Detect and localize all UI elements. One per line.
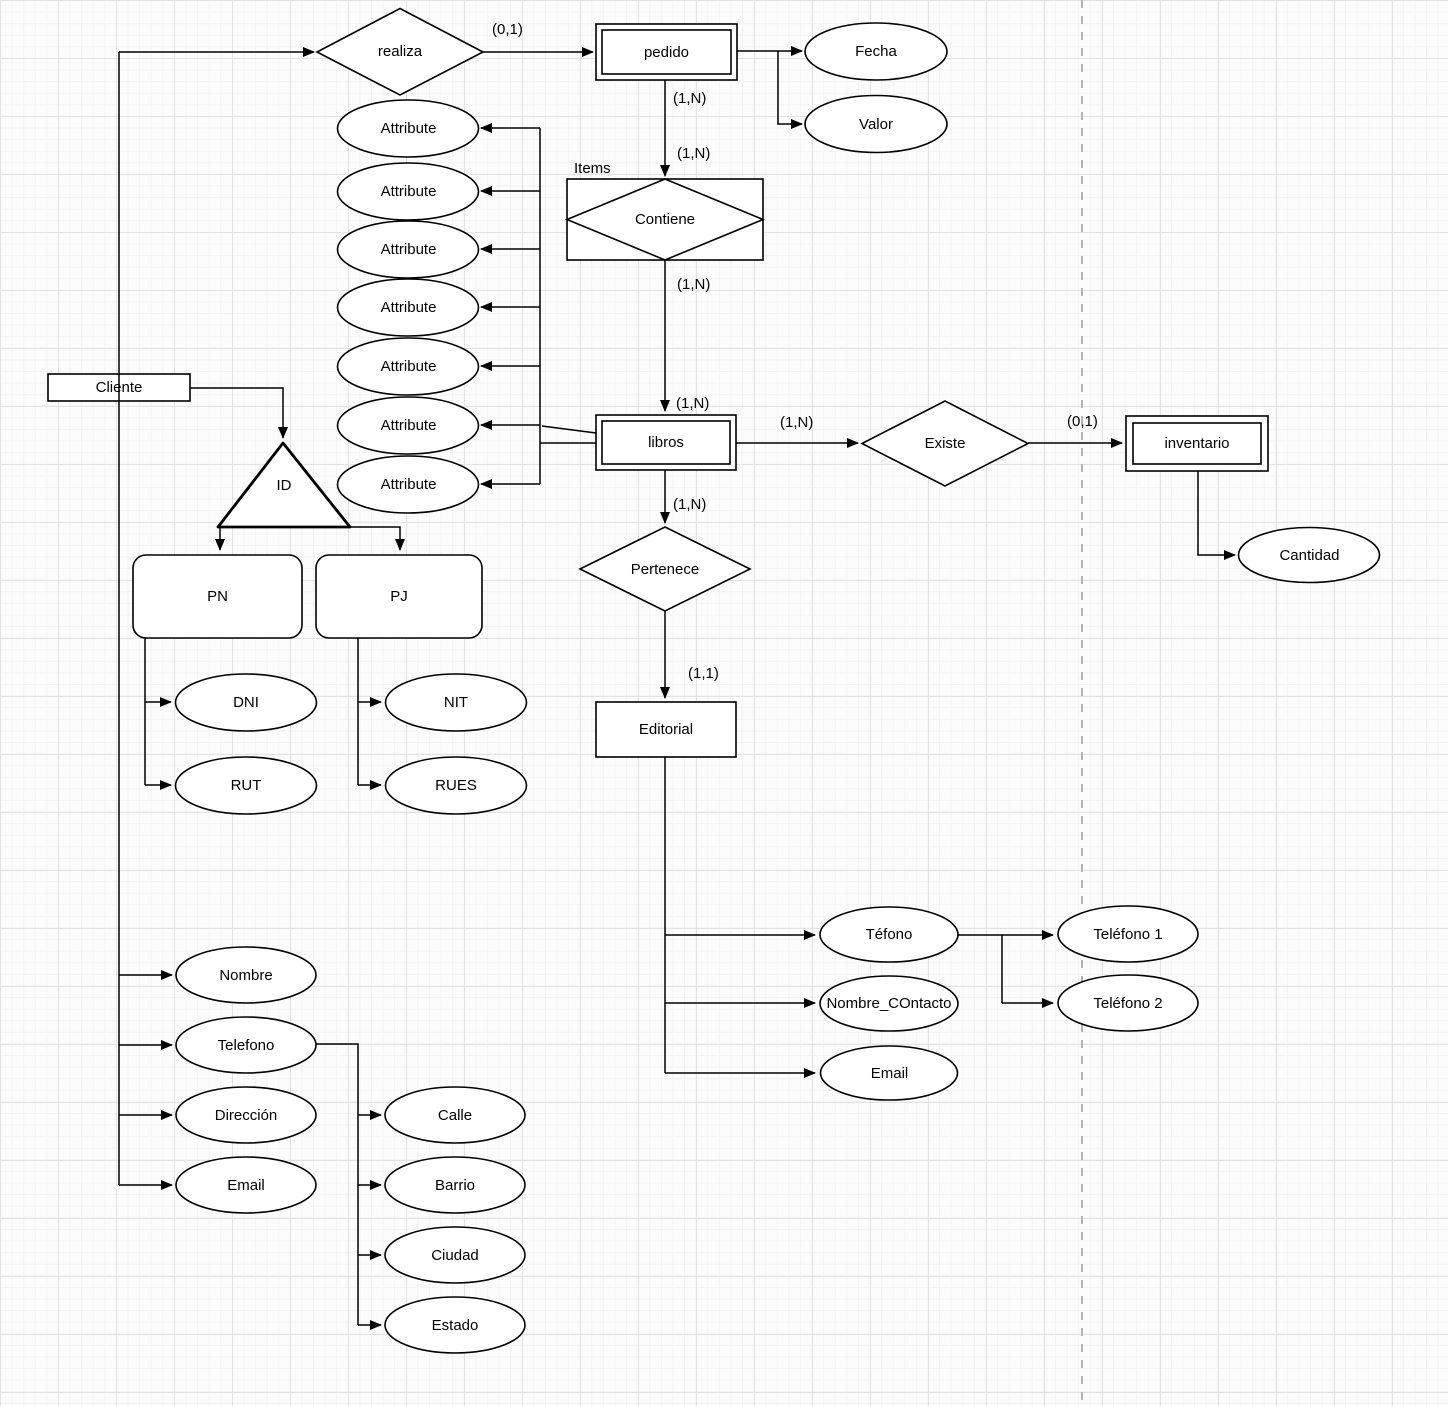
relationship-pertenece[interactable]: Pertenece (630, 560, 700, 578)
attribute-ciudad-shape[interactable] (384, 1226, 526, 1284)
attribute-generic-3-shape[interactable] (336, 220, 480, 279)
attribute-calle-shape[interactable] (384, 1086, 526, 1144)
attribute-email-cliente-shape[interactable] (175, 1156, 317, 1214)
attribute-ciudad[interactable]: Ciudad (431, 1246, 479, 1264)
attribute-dni[interactable]: DNI (233, 694, 259, 711)
attribute-telefono1[interactable]: Teléfono 1 (1093, 925, 1163, 943)
entity-editorial[interactable]: Editorial (638, 721, 694, 738)
attribute-rues[interactable]: RUES (435, 777, 477, 794)
attribute-generic-5[interactable]: Attribute (380, 358, 437, 375)
attribute-generic-2-shape[interactable] (336, 162, 480, 221)
attribute-nombre-shape[interactable] (175, 946, 317, 1004)
attribute-generic-4[interactable]: Attribute (380, 299, 437, 316)
subtype-pn[interactable]: PN (207, 588, 228, 605)
attribute-generic-2[interactable]: Attribute (380, 183, 437, 200)
attribute-cantidad[interactable]: Cantidad (1279, 546, 1340, 564)
attribute-estado-shape[interactable] (384, 1296, 526, 1354)
attribute-valor-shape[interactable] (804, 94, 948, 154)
attribute-tefono[interactable]: Téfono (865, 926, 913, 943)
id-specialization-label[interactable]: ID (276, 476, 292, 494)
attribute-telefono1-shape[interactable] (1057, 905, 1199, 963)
subtype-pn-shape[interactable] (132, 554, 303, 639)
attribute-barrio-shape[interactable] (384, 1156, 526, 1214)
relationship-contiene[interactable]: Contiene (634, 211, 696, 228)
relationship-existe-shape[interactable] (860, 400, 1030, 487)
attribute-cantidad-shape[interactable] (1237, 526, 1381, 584)
cardinality-contiene-libros-a[interactable]: (1,N) (677, 276, 711, 293)
relationship-existe[interactable]: Existe (924, 435, 966, 452)
entity-libros[interactable]: libros (648, 434, 684, 451)
attribute-nit[interactable]: NIT (443, 694, 469, 711)
attribute-nit-shape[interactable] (384, 673, 528, 732)
cardinality-pedido-contiene-b[interactable]: (1,N) (677, 145, 711, 162)
shapes (47, 7, 1381, 1354)
attribute-generic-6[interactable]: Attribute (380, 417, 437, 434)
connector-id-pj (350, 526, 405, 551)
attribute-telefono2-shape[interactable] (1057, 974, 1199, 1032)
relationship-realiza-shape[interactable] (315, 7, 485, 96)
entity-inventario[interactable]: inventario (1164, 435, 1230, 452)
cardinality-existe-inventario[interactable]: (0,1) (1067, 413, 1098, 430)
connector-telefono-bus (316, 1043, 359, 1325)
connector-cliente-id (190, 387, 288, 439)
relationship-realiza[interactable]: realiza (377, 43, 423, 60)
cardinality-libros-pertenece[interactable]: (1,N) (673, 496, 707, 513)
entity-libros-shape-inner[interactable] (601, 420, 731, 465)
attribute-generic-3[interactable]: Attribute (380, 241, 437, 258)
attribute-nombre-contacto[interactable]: Nombre_COntacto (826, 995, 952, 1012)
attribute-direccion[interactable]: Dirección (214, 1106, 278, 1124)
attribute-generic-4-shape[interactable] (336, 278, 480, 337)
attribute-email-editorial[interactable]: Email (870, 1064, 909, 1082)
attribute-generic-7[interactable]: Attribute (380, 476, 437, 493)
attribute-calle[interactable]: Calle (437, 1106, 473, 1124)
cardinality-libros-existe[interactable]: (1,N) (780, 414, 814, 431)
entity-pedido-shape-inner[interactable] (601, 29, 732, 75)
attribute-generic-6-shape[interactable] (336, 396, 480, 455)
attribute-rut[interactable]: RUT (230, 777, 262, 794)
connector-libros-bus-diagonal (541, 425, 597, 434)
connector-pedido-valor (777, 51, 803, 129)
entity-pedido[interactable]: pedido (643, 43, 690, 61)
subtype-pj-shape[interactable] (315, 554, 483, 639)
attribute-generic-7-shape[interactable] (336, 455, 480, 514)
connector-tefono-split (958, 934, 1003, 1003)
entity-editorial-shape[interactable] (595, 701, 737, 758)
attribute-fecha-shape[interactable] (804, 22, 948, 81)
attribute-generic-5-shape[interactable] (336, 337, 480, 396)
attribute-valor[interactable]: Valor (859, 115, 893, 133)
attribute-nombre[interactable]: Nombre (219, 966, 273, 984)
attribute-fecha[interactable]: Fecha (855, 43, 897, 60)
connectors (118, 46, 1236, 1330)
cardinality-contiene-libros-b[interactable]: (1,N) (676, 395, 710, 412)
attribute-telefono[interactable]: Telefono (217, 1036, 275, 1054)
items-label[interactable]: Items (574, 160, 611, 177)
attribute-direccion-shape[interactable] (175, 1086, 317, 1144)
attribute-email-cliente[interactable]: Email (227, 1176, 265, 1194)
id-specialization-triangle-shape[interactable] (216, 441, 352, 529)
attribute-estado[interactable]: Estado (431, 1316, 479, 1334)
cardinality-realiza-pedido[interactable]: (0,1) (492, 21, 523, 38)
attribute-nombre-contacto-shape[interactable] (819, 975, 959, 1032)
connector-inventario-cantidad (1197, 471, 1236, 560)
cardinality-pedido-contiene-a[interactable]: (1,N) (673, 90, 707, 107)
attribute-telefono2[interactable]: Teléfono 2 (1093, 994, 1163, 1012)
attribute-telefono-shape[interactable] (175, 1016, 317, 1074)
attribute-rues-shape[interactable] (384, 756, 528, 815)
attribute-rut-shape[interactable] (174, 756, 318, 815)
entity-inventario-shape-inner[interactable] (1132, 422, 1262, 465)
attribute-generic-1[interactable]: Attribute (380, 120, 437, 137)
subtype-pj[interactable]: PJ (390, 588, 408, 605)
attribute-generic-1-shape[interactable] (336, 99, 480, 158)
attribute-barrio[interactable]: Barrio (434, 1176, 475, 1194)
cardinality-pertenece-editorial[interactable]: (1,1) (688, 665, 719, 682)
entity-cliente[interactable]: Cliente (95, 379, 143, 396)
attribute-email-editorial-shape[interactable] (819, 1045, 959, 1101)
attribute-dni-shape[interactable] (174, 673, 318, 732)
